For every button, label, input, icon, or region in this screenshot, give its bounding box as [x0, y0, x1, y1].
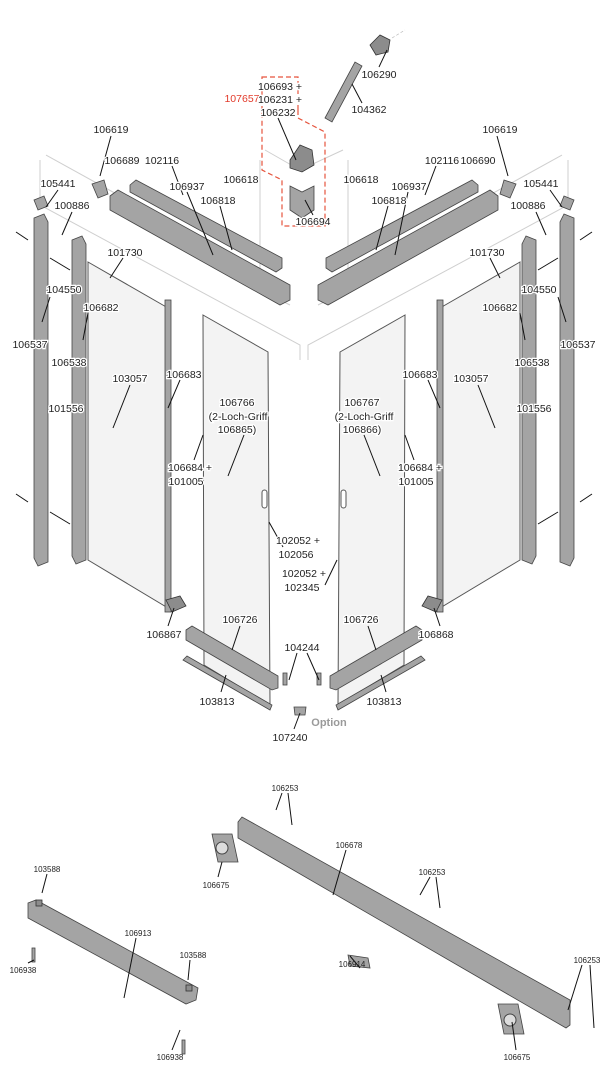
optional-part	[293, 706, 307, 716]
door-right-note: (2-Loch-Griff	[335, 411, 394, 423]
bottom-rails	[182, 625, 426, 716]
seal-right-1: 106684 +	[398, 462, 442, 474]
label-104550-right: 104550	[521, 284, 556, 296]
label-106538-left: 106538	[51, 357, 86, 369]
door-right-number: 106767	[344, 397, 379, 409]
label-105441-right: 105441	[523, 178, 558, 190]
label-106913: 106913	[125, 929, 152, 938]
kit-item-2: 106231 +	[258, 94, 302, 106]
label-106683-right: 106683	[402, 369, 437, 381]
label-103057-right: 103057	[453, 373, 488, 385]
label-101556-left: 101556	[48, 403, 83, 415]
label-105441-left: 105441	[40, 178, 75, 190]
label-106618-right: 106618	[343, 174, 378, 186]
label-106938-b: 106938	[157, 1053, 184, 1062]
label-101730-right: 101730	[469, 247, 504, 259]
label-106818-right: 106818	[371, 195, 406, 207]
stabilizer-rod	[324, 61, 363, 123]
label-104362: 104362	[351, 104, 386, 116]
door-right-handle: 106866)	[343, 424, 382, 436]
label-106675-a: 106675	[203, 881, 230, 890]
magnet-left-2: 102056	[278, 549, 313, 561]
top-rails	[33, 179, 575, 306]
corner-bracket	[289, 144, 315, 173]
wall-profiles	[15, 213, 593, 567]
corner-bracket-kit	[261, 29, 406, 227]
label-106682-left: 106682	[83, 302, 118, 314]
label-100886-right: 100886	[510, 200, 545, 212]
label-103588-a: 103588	[34, 865, 61, 874]
label-106937-left: 106937	[169, 181, 204, 193]
label-102116-right: 102116	[425, 155, 459, 167]
label-106683-left: 106683	[166, 369, 201, 381]
part-labels: 106290 107657 106693 + 106231 + 106232 1…	[10, 68, 601, 1062]
wall-mount	[369, 34, 391, 56]
label-102116-left: 102116	[145, 155, 179, 167]
seal-left-1: 106684 +	[168, 462, 212, 474]
label-106914: 106914	[339, 960, 366, 969]
doors	[202, 314, 406, 706]
label-106937-right: 106937	[391, 181, 426, 193]
label-106253-a: 106253	[272, 784, 299, 793]
label-106868: 106868	[418, 629, 453, 641]
label-106678: 106678	[336, 841, 363, 850]
label-106726-left: 106726	[222, 614, 257, 626]
fixed-glass-panels	[87, 261, 521, 613]
door-left-number: 106766	[219, 397, 254, 409]
magnet-right-2: 102345	[284, 582, 319, 594]
option-label: Option	[311, 717, 347, 729]
label-106253-b: 106253	[419, 868, 446, 877]
label-106537-right: 106537	[560, 339, 595, 351]
label-103813-right: 103813	[366, 696, 401, 708]
label-106818-left: 106818	[200, 195, 235, 207]
label-106618-left: 106618	[223, 174, 258, 186]
label-106682-right: 106682	[482, 302, 517, 314]
label-106694: 106694	[295, 216, 330, 228]
magnet-left-1: 102052 +	[276, 535, 320, 547]
label-101730-left: 101730	[107, 247, 142, 259]
door-left-note: (2-Loch-Griff	[209, 411, 268, 423]
label-106253-c: 106253	[574, 956, 601, 965]
label-106619-left: 106619	[93, 124, 128, 136]
label-106675-b: 106675	[504, 1053, 531, 1062]
seal-right-2: 101005	[398, 476, 433, 488]
kit-item-3: 106232	[260, 107, 295, 119]
label-103588-b: 103588	[180, 951, 207, 960]
label-106619-right: 106619	[482, 124, 517, 136]
leader-lines	[27, 49, 595, 1051]
corner-cover	[289, 185, 315, 219]
door-left-handle: 106865)	[218, 424, 257, 436]
magnet-right-1: 102052 +	[282, 568, 326, 580]
label-106537-left: 106537	[12, 339, 47, 351]
label-107240: 107240	[272, 732, 307, 744]
label-100886-left: 100886	[54, 200, 89, 212]
label-106726-right: 106726	[343, 614, 378, 626]
kit-item-1: 106693 +	[258, 81, 302, 93]
label-104550-left: 104550	[46, 284, 81, 296]
label-103813-left: 103813	[199, 696, 234, 708]
label-106867: 106867	[146, 629, 181, 641]
roller-rail-assembly	[27, 816, 571, 1055]
label-106290: 106290	[361, 69, 396, 81]
label-106538-right: 106538	[514, 357, 549, 369]
label-106689: 106689	[104, 155, 139, 167]
label-103057-left: 103057	[112, 373, 147, 385]
kit-number-label: 107657	[224, 93, 259, 105]
label-106690: 106690	[460, 155, 495, 167]
label-104244: 104244	[284, 642, 319, 654]
seal-left-2: 101005	[168, 476, 203, 488]
label-106938-a: 106938	[10, 966, 37, 975]
label-101556-right: 101556	[516, 403, 551, 415]
